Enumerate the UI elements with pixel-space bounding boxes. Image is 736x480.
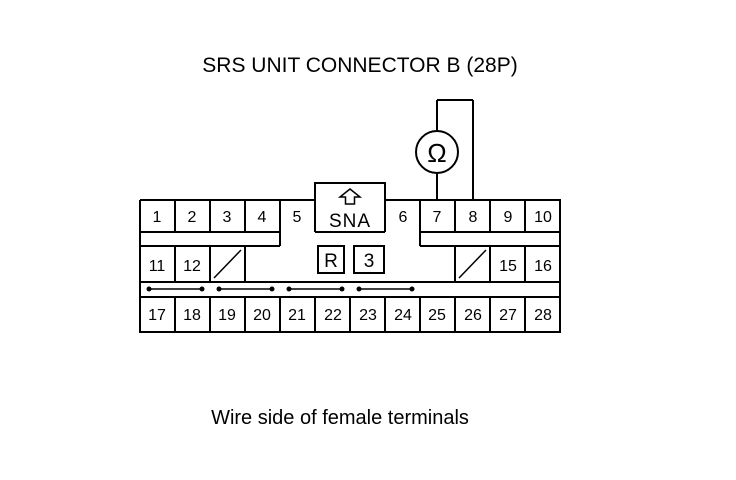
diagram-title: SRS UNIT CONNECTOR B (28P)	[202, 54, 517, 77]
shorting-bar-23-24	[356, 286, 415, 292]
diagram-caption: Wire side of female terminals	[211, 407, 469, 429]
connector-body	[139, 182, 561, 333]
shorting-bar-21-22	[286, 286, 345, 292]
connector-label: SNA	[329, 211, 371, 232]
terminal-21: 21	[288, 307, 306, 324]
empty-cavity-14	[458, 249, 487, 279]
shorting-bar-17-18	[146, 286, 205, 292]
terminal-2: 2	[188, 209, 197, 226]
terminal-27: 27	[499, 307, 517, 324]
terminal-22: 22	[324, 307, 342, 324]
terminal-10: 10	[534, 209, 552, 226]
terminal-8: 8	[469, 209, 478, 226]
terminal-25: 25	[428, 307, 446, 324]
terminal-6: 6	[399, 209, 408, 226]
empty-cavity-13	[213, 249, 242, 279]
shorting-bar-19-20	[216, 286, 275, 292]
terminal-4: 4	[258, 209, 267, 226]
terminal-23: 23	[359, 307, 377, 324]
terminal-24: 24	[394, 307, 412, 324]
terminal-26: 26	[464, 307, 482, 324]
terminal-28: 28	[534, 307, 552, 324]
terminal-7: 7	[433, 209, 442, 226]
shorting-bars	[146, 286, 415, 292]
terminal-1: 1	[153, 209, 162, 226]
terminal-12: 12	[183, 258, 201, 275]
terminal-11: 11	[149, 258, 166, 275]
terminal-3: 3	[223, 209, 232, 226]
marker-r-label: R	[324, 251, 338, 272]
terminal-20: 20	[253, 307, 271, 324]
terminal-17: 17	[148, 307, 166, 324]
terminal-19: 19	[218, 307, 236, 324]
terminal-5: 5	[293, 209, 302, 226]
ohm-symbol: Ω	[427, 138, 446, 168]
terminal-18: 18	[183, 307, 201, 324]
arrow-up-icon	[337, 188, 363, 205]
terminal-15: 15	[499, 258, 517, 275]
ohmmeter-icon: Ω	[415, 99, 474, 200]
marker-3-label: 3	[364, 251, 375, 272]
marker-r: R	[317, 245, 345, 274]
marker-3: 3	[353, 245, 385, 274]
terminal-16: 16	[534, 258, 552, 275]
terminal-9: 9	[504, 209, 513, 226]
